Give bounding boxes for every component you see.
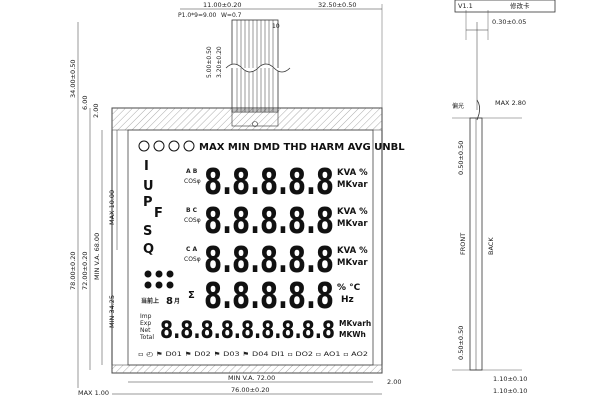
row4-unit-b: Hz — [341, 295, 354, 305]
dim-glass-height: 72.00±0.20 — [81, 251, 89, 290]
dim-bottom-right-2: 2.00 — [387, 378, 401, 386]
month-digit: 8 — [166, 296, 173, 307]
energy-tag-total: Total — [139, 334, 154, 341]
dim-min34: MIN 34.25 — [108, 295, 116, 328]
energy-tag-imp: Imp — [140, 313, 152, 320]
month-unit: 月 — [173, 297, 180, 305]
row2-digits: 8.8.8.8.8 — [204, 201, 334, 242]
dim-2: 2.00 — [92, 104, 100, 118]
dot-grid — [144, 270, 174, 289]
dim-fpc-length: 5.00±0.50 — [206, 46, 213, 78]
row4-unit-a: % °C — [337, 283, 361, 293]
side-dim-mid: 0.50±0.50 — [457, 141, 465, 175]
header-icons — [138, 140, 195, 152]
row2-tag-bot: COSφ — [184, 217, 201, 224]
row2-tag-top: B C — [186, 207, 198, 214]
dim-pin-count: 10 — [272, 23, 280, 30]
row1-tag-top: A B — [186, 168, 198, 175]
left-letters: I U P F S Q — [143, 159, 163, 257]
row3-unit-b: MKvar — [337, 258, 368, 268]
dim-bottom-total: 76.00±0.20 — [231, 386, 270, 394]
dim-pitch-note: P1.0*9=9.00 — [178, 12, 217, 19]
energy-tag-exp: Exp — [140, 320, 151, 327]
display-header: MAX MIN DMD THD HARM AVG UNBL — [199, 142, 405, 153]
letter-p: P — [143, 195, 153, 210]
dim-right-offset: 32.50±0.50 — [318, 1, 357, 9]
dim-max10: MAX 10.00 — [108, 190, 116, 225]
side-dim-low: 0.50±0.50 — [457, 326, 465, 360]
dim-bottom-left-max: MAX 1.00 — [78, 389, 109, 397]
row1-tag-bot: COSφ — [184, 178, 201, 185]
sigma-symbol: Σ — [188, 290, 195, 301]
bottom-status-icons: ▫ ◴ ⚑ D01 ⚑ D02 ⚑ D03 ⚑ D04 DI1 ▫ DO2 ▫ … — [138, 351, 368, 358]
hatched-seal-bottom — [111, 364, 383, 374]
row3-digits: 8.8.8.8.8 — [204, 240, 334, 281]
dim-bottom-va: MIN V.A. 72.00 — [228, 374, 275, 382]
revision-label: 修改卡 — [510, 1, 530, 10]
side-back-label: BACK — [487, 237, 495, 255]
side-view — [452, 10, 522, 371]
month-label: 当前上 — [141, 297, 159, 305]
letter-f: F — [154, 206, 163, 221]
row2-unit-b: MKvar — [337, 219, 368, 229]
letter-s: S — [143, 224, 152, 239]
row3-unit-a: KVA % — [337, 246, 368, 256]
hatched-seal-top — [111, 107, 383, 131]
dim-34: 34.00±0.50 — [69, 59, 77, 98]
letter-q: Q — [143, 242, 154, 257]
letter-i: I — [144, 159, 149, 174]
energy-digits: 8.8.8.8.8.8.8.8.8 — [160, 316, 335, 344]
row4-digits: 8.8.8.8.8 — [204, 276, 334, 317]
dim-va-height: MIN V.A. 68.00 — [93, 233, 101, 280]
row3-tag-top: C A — [186, 246, 197, 253]
row2-unit-a: KVA % — [337, 207, 368, 217]
version-label: V1.1 — [458, 2, 473, 10]
energy-tag-net: Net — [140, 327, 151, 334]
side-dim-b2: 1.10±0.10 — [493, 387, 527, 395]
viewing-area — [127, 129, 374, 366]
energy-unit-b: MKWh — [339, 330, 366, 339]
row1-unit-b: MKvar — [337, 180, 368, 190]
side-front-label: FRONT — [459, 233, 467, 255]
dim-pin-width: W=0.7 — [221, 12, 242, 19]
side-dim-b1: 1.10±0.10 — [493, 375, 527, 383]
row1-digits: 8.8.8.8.8 — [204, 162, 334, 203]
side-dim-max: MAX 2.80 — [495, 99, 526, 107]
side-dim-top: 0.30±0.05 — [492, 18, 526, 26]
side-label-pol: 偏光 — [452, 102, 464, 110]
fpc-hole — [252, 121, 258, 127]
side-fpc-curve — [476, 99, 481, 121]
letter-u: U — [143, 179, 154, 194]
dim-total-height: 78.00±0.20 — [69, 251, 77, 290]
row3-tag-bot: COSφ — [184, 256, 201, 263]
energy-unit-a: MKvarh — [339, 319, 371, 328]
row1-unit-a: KVA % — [337, 168, 368, 178]
title-block — [454, 0, 556, 13]
fpc-break-mark — [225, 63, 291, 73]
dim-top-pitch: 11.00±0.20 — [203, 1, 242, 9]
dim-fpc-short: 3.20±0.20 — [216, 46, 223, 78]
dim-6: 6.00 — [81, 96, 89, 110]
fpc-stiffener — [231, 109, 279, 127]
